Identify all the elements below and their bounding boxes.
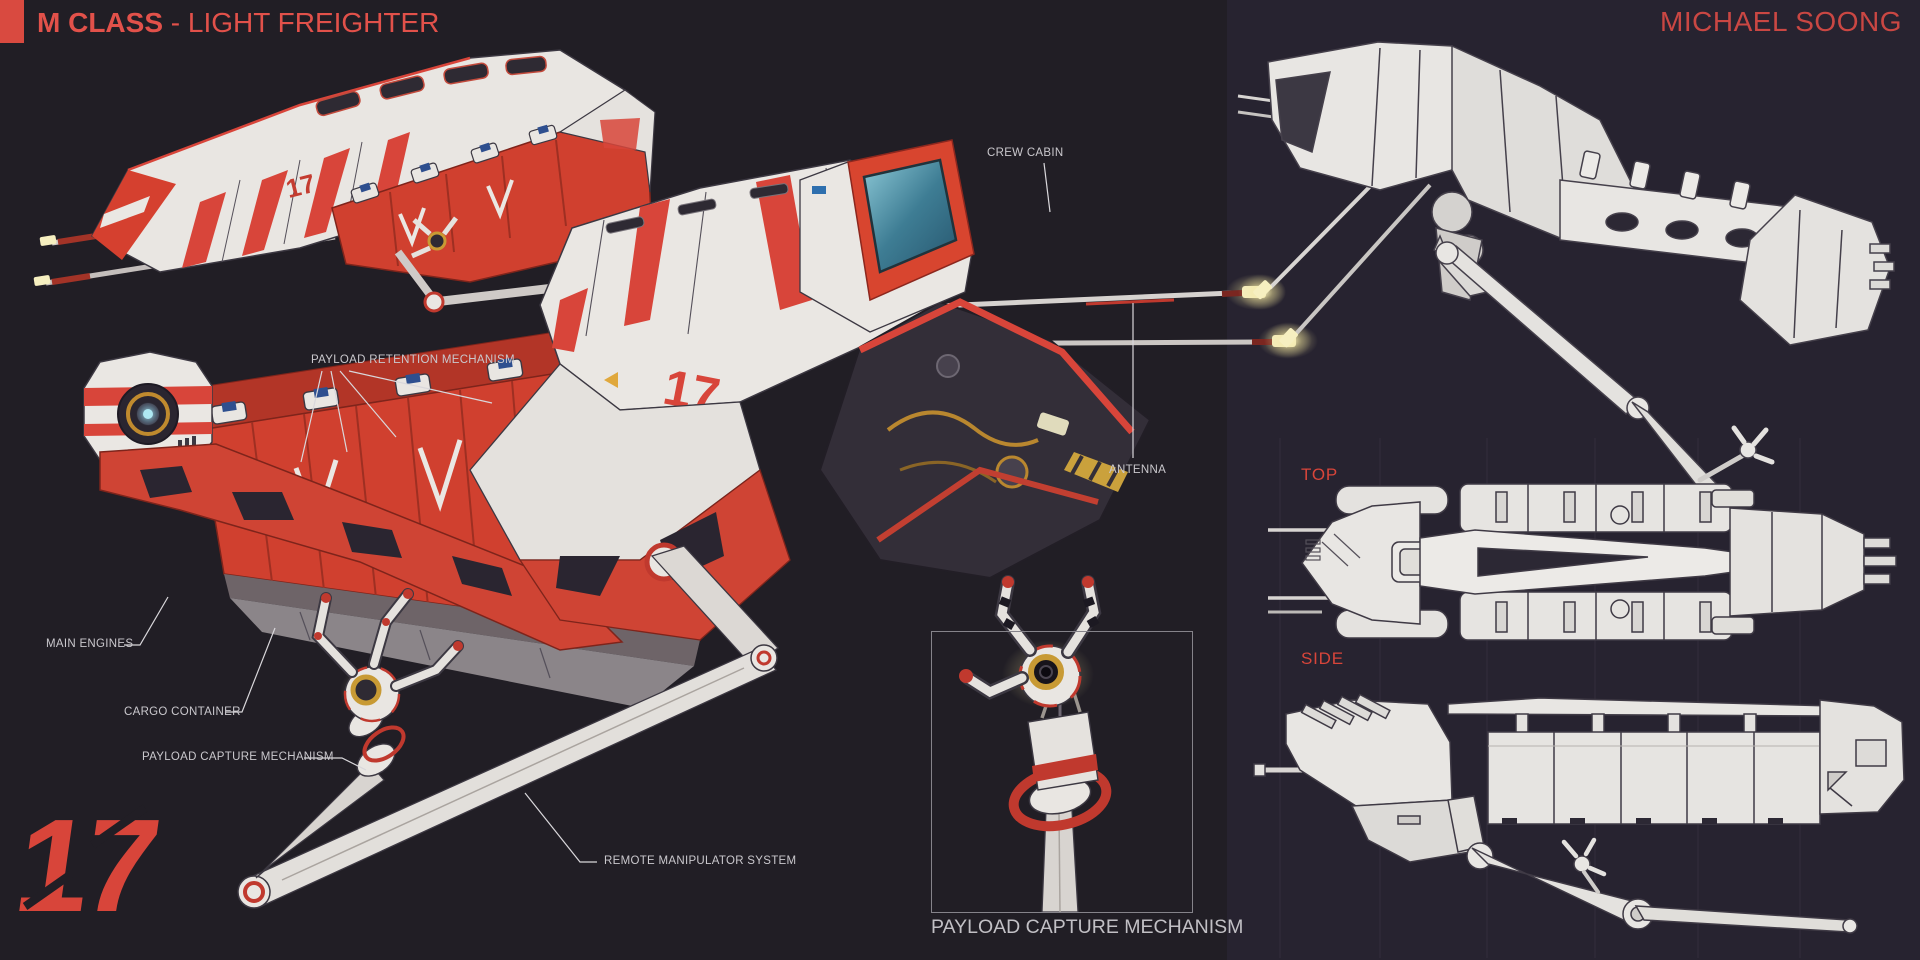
label-crew-cabin: CREW CABIN [987,147,1064,159]
annotation-lines [124,162,1134,863]
label-antenna: ANTENNA [1109,464,1167,476]
label-payload-retention: PAYLOAD RETENTION MECHANISM [311,354,515,366]
corner-accent-chip [0,0,24,43]
label-cargo-container: CARGO CONTAINER [124,706,241,718]
inset-caption: PAYLOAD CAPTURE MECHANISM [931,916,1244,938]
label-payload-capture: PAYLOAD CAPTURE MECHANISM [142,751,334,763]
ship-class-name: M CLASS [37,7,163,38]
ship-main-view: 17 [83,139,1318,909]
inset-detail-box [931,631,1193,913]
render-top [1268,483,1897,641]
logo-number: 17 [5,792,166,950]
label-top-view: TOP [1301,465,1339,484]
artist-name: MICHAEL SOONG [1660,6,1902,37]
page-title: M CLASS - LIGHT FREIGHTER [37,7,439,39]
render-side [1253,693,1905,934]
inset-claw-art [959,575,1112,913]
ship-class-type: - LIGHT FREIGHTER [170,7,440,38]
render-perspective [1237,41,1895,512]
label-main-engines: MAIN ENGINES [46,638,134,650]
label-side-view: SIDE [1301,649,1344,668]
label-remote-manipulator: REMOTE MANIPULATOR SYSTEM [604,855,797,867]
ship-rear-view: 17 [33,49,656,313]
rear-view-hull-number: 17 [283,168,318,204]
